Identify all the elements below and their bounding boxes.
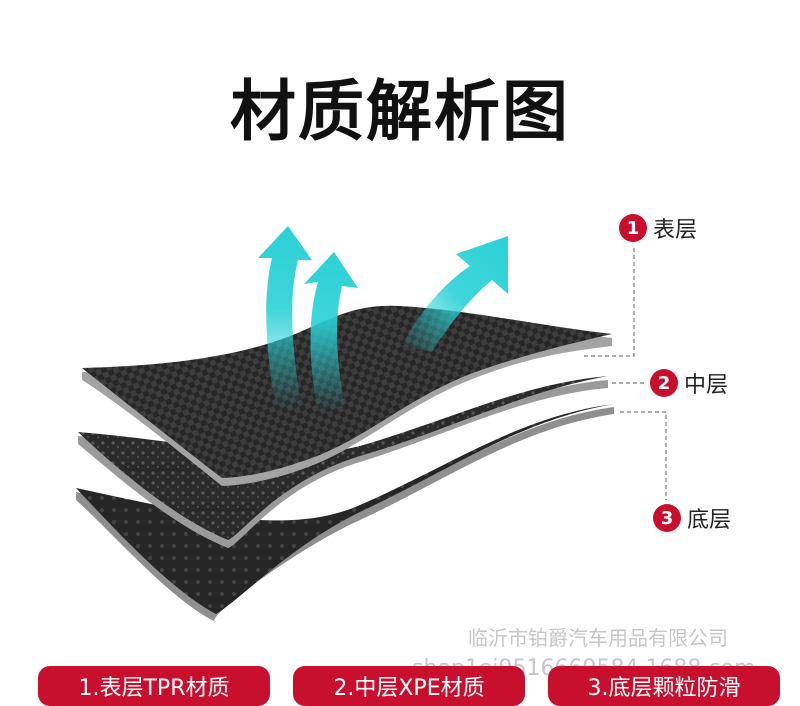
layer-number-badge: 1 bbox=[619, 214, 647, 242]
layer-name: 底层 bbox=[687, 508, 732, 533]
layer-number-badge: 3 bbox=[653, 504, 681, 532]
layer-name: 表层 bbox=[653, 218, 698, 243]
up-right-arrow-icon bbox=[402, 236, 508, 352]
bottom-layer bbox=[76, 404, 614, 622]
up-arrow-icon bbox=[258, 226, 312, 410]
middle-layer bbox=[78, 376, 608, 548]
feature-button-middle-layer[interactable]: 2.中层XPE材质 bbox=[293, 666, 525, 706]
watermark-company: 临沂市铂爵汽车用品有限公司 bbox=[468, 626, 728, 650]
page-title: 材质解析图 bbox=[230, 73, 570, 150]
connector-lines bbox=[584, 248, 667, 500]
layer-name: 中层 bbox=[684, 373, 729, 398]
up-arrow-icon bbox=[304, 252, 358, 412]
layer-label-middle: 2 中层 bbox=[650, 367, 728, 399]
layer-label-top: 1 表层 bbox=[619, 212, 697, 244]
layer-label-bottom: 3 底层 bbox=[653, 502, 731, 534]
layer-number-badge: 2 bbox=[650, 369, 678, 397]
feature-button-top-layer[interactable]: 1.表层TPR材质 bbox=[38, 666, 270, 706]
feature-button-bottom-layer[interactable]: 3.底层颗粒防滑 bbox=[548, 666, 780, 706]
top-layer bbox=[82, 305, 612, 486]
